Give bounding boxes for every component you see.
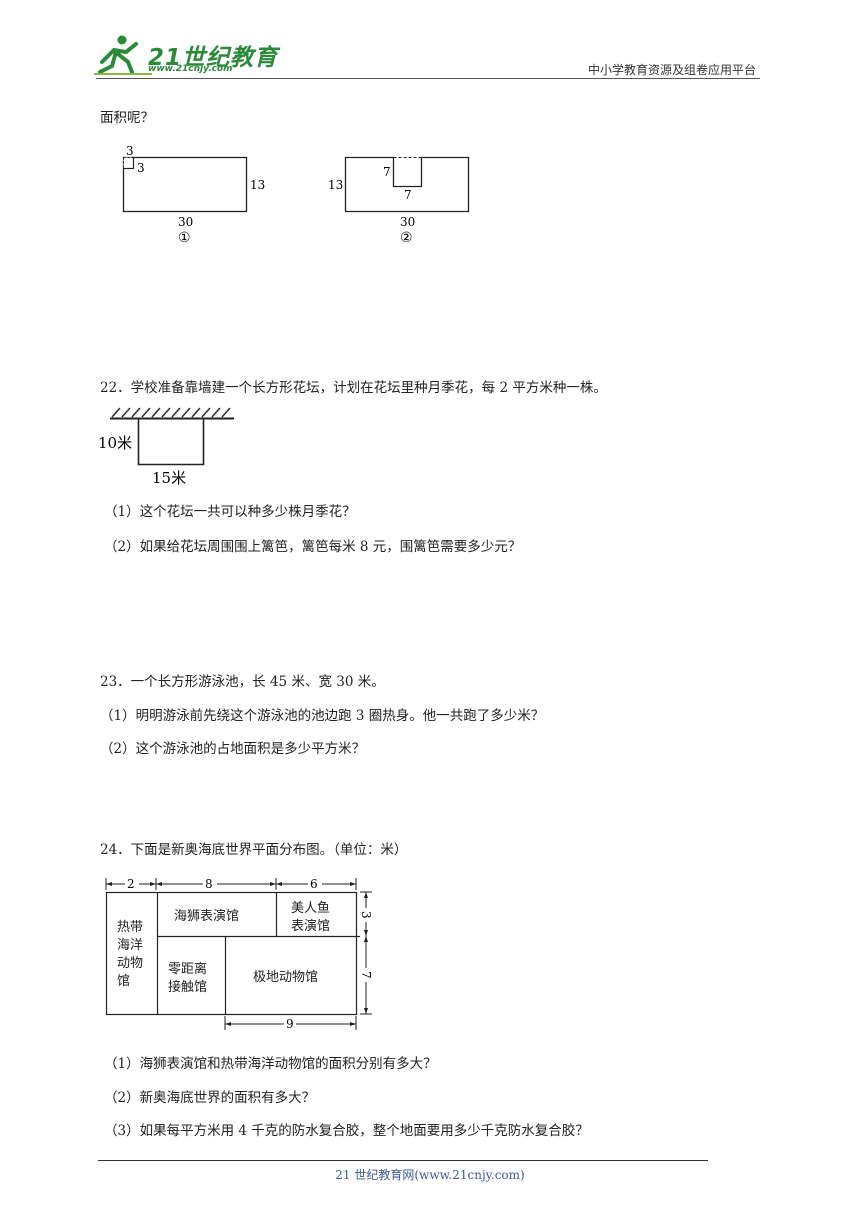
q21-figures: 3 3 13 30 ① 13 7 7 30 ②	[122, 144, 470, 246]
q22-sub1: （1）这个花坛一共可以种多少株月季花？	[104, 504, 356, 520]
q23-stem: 23．一个长方形游泳池，长 45 米、宽 30 米。	[100, 674, 385, 690]
hall-polar: 极地动物馆	[253, 970, 318, 985]
dim-right-1: 3	[359, 911, 373, 919]
q22-flowerbed-figure: 10米 15米	[98, 407, 234, 487]
dim-top-3: 6	[310, 877, 318, 891]
q23-sub2: （2）这个游泳池的占地面积是多少平方米？	[100, 741, 366, 757]
q21-tail-text: 面积呢？	[100, 110, 154, 126]
q22-sub2: （2）如果给花坛周围围上篱笆，篱笆每米 8 元，围篱笆需要多少元？	[104, 539, 522, 555]
q21-figure-2: 13 7 7 30 ②	[328, 156, 470, 246]
hall-mermaid-line2: 表演馆	[291, 918, 330, 934]
hall-touch-line2: 接触馆	[168, 979, 207, 995]
fig2-notch-side: 7	[383, 165, 391, 179]
fig1-top-small: 3	[126, 144, 134, 158]
fig2-label: ②	[400, 230, 413, 246]
dim-top-2: 8	[205, 877, 213, 891]
fig1-right: 13	[250, 178, 265, 192]
q24-sub2: （2）新奥海底世界的面积有多大？	[104, 1090, 316, 1106]
hall-tropical-line1: 热带	[117, 920, 143, 935]
fig1-label: ①	[178, 230, 191, 246]
runner-logo-icon	[94, 35, 152, 75]
flowerbed-bottom-label: 15米	[152, 469, 186, 487]
hall-sealion: 海狮表演馆	[174, 908, 239, 924]
hall-touch-line1: 零距离	[168, 961, 207, 977]
dim-right-2: 7	[359, 971, 373, 979]
q22-stem: 22．学校准备靠墙建一个长方形花坛，计划在花坛里种月季花，每 2 平方米种一株。	[100, 380, 607, 396]
platform-name: 中小学教育资源及组卷应用平台	[587, 63, 756, 77]
logo-url: www.21cnjy.com	[148, 64, 233, 74]
header-divider	[96, 78, 760, 79]
hall-tropical-line4: 馆	[117, 974, 130, 989]
q24-floor-plan: 2 8 6 3 7 9 热带 海洋 动物 馆 海狮表演馆 美人鱼 表演馆 零距离…	[105, 876, 373, 1031]
hall-mermaid-line1: 美人鱼	[291, 900, 330, 916]
q24-sub1: （1）海狮表演馆和热带海洋动物馆的面积分别有多大？	[104, 1056, 437, 1072]
hall-tropical-line3: 动物	[117, 956, 143, 971]
dim-bottom: 9	[286, 1017, 294, 1031]
logo-text: 21世纪教育	[148, 45, 279, 71]
q24-stem: 24．下面是新奥海底世界平面分布图。（单位：米）	[100, 842, 408, 858]
fig1-side-small: 3	[137, 161, 145, 175]
footer-divider	[98, 1160, 708, 1161]
q24-sub3: （3）如果每平方米用 4 千克的防水复合胶，整个地面要用多少千克防水复合胶？	[104, 1123, 589, 1139]
hall-tropical-line2: 海洋	[117, 938, 143, 953]
fig2-notch-bottom: 7	[404, 188, 412, 202]
q23-sub1: （1）明明游泳前先绕这个游泳池的池边跑 3 圈热身。他一共跑了多少米？	[100, 708, 545, 724]
fig2-left: 13	[328, 178, 343, 192]
q21-figure-1: 3 3 13 30 ①	[122, 144, 265, 246]
fig1-bottom: 30	[178, 215, 193, 229]
footer-text[interactable]: 21 世纪教育网(www.21cnjy.com)	[335, 1168, 525, 1182]
dim-top-1: 2	[127, 877, 135, 891]
fig2-bottom: 30	[400, 215, 415, 229]
flowerbed-side-label: 10米	[98, 434, 132, 452]
